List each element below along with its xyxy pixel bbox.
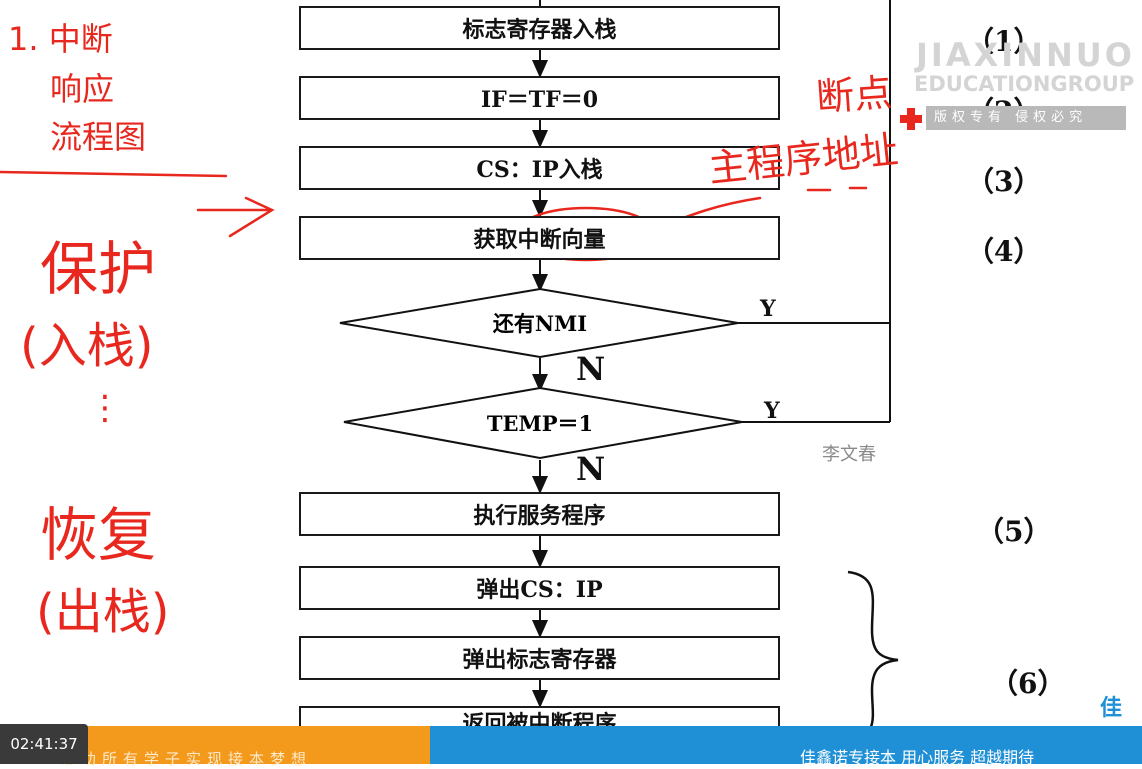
- step-get-vector: 获取中断向量: [299, 216, 780, 260]
- red-cross-icon: [900, 108, 922, 130]
- video-timestamp: 02:41:37: [0, 724, 88, 764]
- decision-nmi-label: 还有NMI: [492, 311, 588, 336]
- brand-logo: 佳鑫: [1100, 696, 1123, 753]
- footer-slogan-right: 佳鑫诺专接本 用心服务 超越期待: [800, 748, 1035, 767]
- brace: [847, 570, 899, 744]
- note-push: (入栈): [20, 318, 154, 374]
- yes-label-2: Y: [764, 398, 780, 424]
- step-num-1: （1）: [966, 25, 1042, 58]
- step-num-4: （4）: [966, 235, 1042, 268]
- note-pop: (出栈): [36, 584, 170, 640]
- author-watermark: 李文春: [822, 444, 876, 465]
- watermark-line2: EDUCATIONGROUP: [914, 72, 1135, 96]
- decision-nmi-shape: [339, 287, 739, 359]
- note-restore: 恢复: [40, 501, 157, 569]
- step-service: 执行服务程序: [299, 492, 780, 536]
- step-pop-cs-ip: 弹出CS：IP: [299, 566, 780, 610]
- step-num-6: （6）: [990, 667, 1066, 700]
- note-title-3: 流程图: [50, 118, 147, 156]
- footer-bar: [0, 726, 1142, 764]
- step-push-cs-ip: CS：IP入栈: [299, 146, 780, 190]
- decision-temp-shape: [343, 386, 743, 460]
- step-num-3: （3）: [966, 165, 1042, 198]
- step-num-5: （5）: [976, 515, 1052, 548]
- watermark-copyright: 版权专有 侵权必究: [926, 106, 1126, 130]
- footer-slogan-left: 帮助所有学子实现接本梦想: [60, 750, 313, 768]
- note-title-2: 响应: [50, 70, 115, 108]
- step-push-flags: 标志寄存器入栈: [299, 6, 780, 50]
- decision-temp-label: TEMP＝1: [486, 411, 594, 436]
- no-label-2: N: [576, 450, 606, 488]
- watermark-line1: JIAXINNUO: [916, 36, 1135, 74]
- yes-label-1: Y: [760, 296, 776, 322]
- note-dots: ⋮: [88, 388, 122, 428]
- note-breakpoint: 断点: [814, 70, 894, 120]
- step-clear-if-tf: IF＝TF＝0: [299, 76, 780, 120]
- no-label-1: N: [576, 350, 606, 388]
- step-pop-flags: 弹出标志寄存器: [299, 636, 780, 680]
- note-protect: 保护: [40, 235, 157, 303]
- note-title-1: 1. 中断: [8, 20, 113, 58]
